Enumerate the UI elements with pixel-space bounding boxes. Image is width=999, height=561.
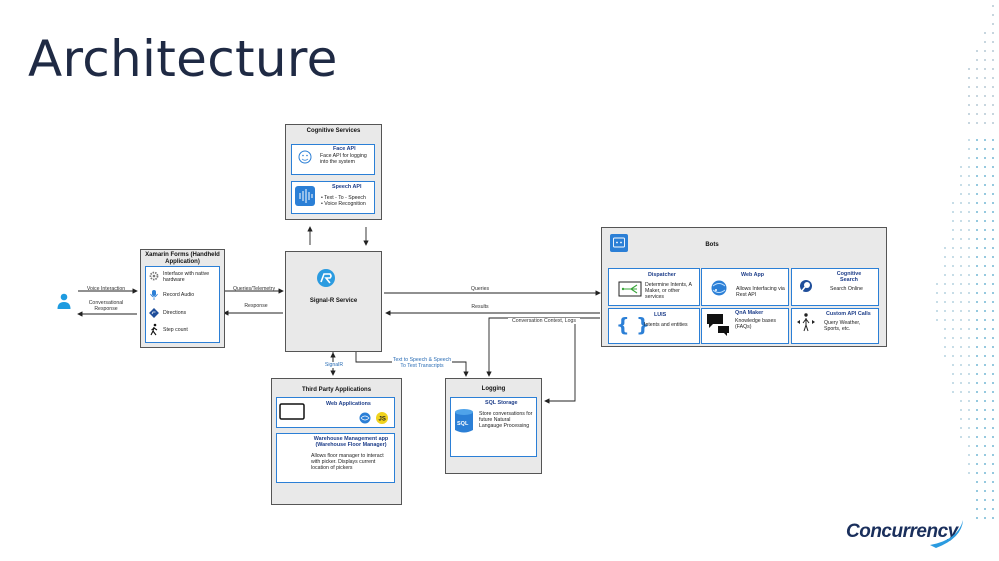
sql-storage-title: SQL Storage	[485, 400, 518, 406]
edge-label-conversational-response: Conversational Response	[88, 300, 124, 312]
javascript-icon: JS	[376, 412, 388, 424]
edge-label-queries: Queries	[470, 286, 490, 292]
page-title: Architecture	[28, 30, 338, 88]
speech-bullet-1-text: Text - To - Speech	[324, 195, 366, 201]
speech-api-title: Speech API	[332, 184, 362, 190]
concurrency-logo: Concurrency	[846, 521, 958, 542]
xamarin-item-3: Directions	[163, 310, 187, 316]
cognitive-search-title: Cognitive Search	[836, 271, 862, 284]
svg-text:{ }: { }	[616, 314, 650, 336]
sql-storage-desc: Store conversations for future Natural L…	[479, 411, 533, 429]
edge-label-transcripts: Text to Speech & Speech To Text Transcri…	[392, 357, 452, 369]
qna-maker-title: QnA Maker	[735, 310, 764, 316]
web-applications-title: Web Applications	[326, 401, 371, 407]
dispatcher-title: Dispatcher	[648, 272, 676, 278]
microphone-icon	[150, 290, 158, 300]
directions-icon	[149, 308, 159, 318]
custom-api-desc: Query Weather, Sports, etc.	[824, 320, 861, 332]
web-globe-icon	[359, 412, 371, 424]
custom-api-title: Custom API Calls	[826, 311, 871, 317]
face-api-card	[291, 144, 375, 175]
face-api-desc: Face API for logging into the system	[320, 153, 367, 165]
xamarin-forms-title: Xamarin Forms (Handheld Application)	[145, 252, 220, 265]
cognitive-services-title: Cognitive Services	[306, 128, 361, 134]
web-app-title: Web App	[741, 272, 765, 278]
luis-title: LUIS	[654, 312, 667, 318]
warehouse-app-card	[276, 433, 395, 483]
xamarin-features-card	[145, 266, 220, 343]
xamarin-item-1: Interface with native hardware	[163, 271, 210, 283]
gear-icon	[149, 271, 159, 281]
warehouse-app-title: Warehouse Management app (Warehouse Floo…	[313, 436, 389, 449]
qna-maker-desc: Knowledge bases (FAQs)	[735, 318, 776, 330]
edge-label-voice-interaction: Voice Interaction	[86, 286, 126, 292]
speech-bullet-1: • Text - To - Speech	[321, 195, 366, 201]
bots-title: Bots	[705, 242, 719, 248]
cognitive-search-desc: Search Online	[830, 286, 863, 292]
edge-label-queries-telemetry: Queries/Telemetry	[232, 286, 276, 292]
laptop-icon	[279, 403, 305, 420]
walking-icon	[150, 323, 158, 336]
speech-bullet-2: • Voice Recognition	[321, 201, 366, 207]
luis-card	[608, 308, 700, 344]
third-party-title: Third Party Applications	[301, 387, 372, 393]
edge-label-response: Response	[244, 303, 268, 309]
edge-label-signalr: SignalR	[320, 362, 348, 368]
speech-bullet-2-text: Voice Recognition	[324, 201, 366, 207]
dispatcher-desc: Determine Intents, A Maker, or other ser…	[645, 282, 692, 300]
signal-r-service-box	[285, 251, 382, 352]
svg-text:JS: JS	[379, 417, 386, 423]
svg-text:SQL: SQL	[457, 421, 469, 427]
warehouse-app-desc: Allows floor manager to interact with pi…	[311, 453, 384, 471]
logging-title: Logging	[481, 386, 506, 392]
face-api-title: Face API	[333, 146, 356, 152]
xamarin-item-4: Step count	[163, 327, 188, 333]
luis-desc: Intents and entities	[644, 322, 688, 328]
signal-r-title: Signal-R Service	[309, 298, 358, 304]
edge-label-conversation-context: Conversation Context, Logs	[508, 318, 580, 324]
edge-label-results: Results	[471, 304, 489, 310]
xamarin-item-2: Record Audio	[163, 292, 195, 298]
web-app-desc: Allows Interfacing via Rest API	[736, 286, 785, 298]
